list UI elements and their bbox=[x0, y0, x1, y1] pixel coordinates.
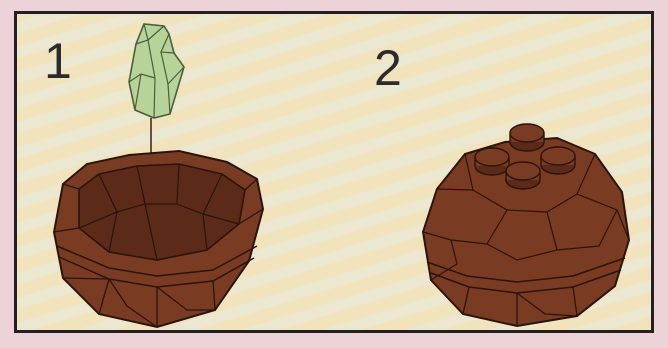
instruction-panel: 1 2 bbox=[14, 11, 654, 333]
stud bbox=[475, 148, 509, 175]
stud bbox=[506, 162, 540, 189]
instruction-artwork bbox=[17, 14, 651, 330]
stud bbox=[510, 124, 544, 151]
stud bbox=[541, 147, 575, 174]
crystal-icon bbox=[129, 24, 184, 118]
rock-base-icon bbox=[54, 151, 263, 327]
rock-top-icon bbox=[423, 124, 629, 326]
